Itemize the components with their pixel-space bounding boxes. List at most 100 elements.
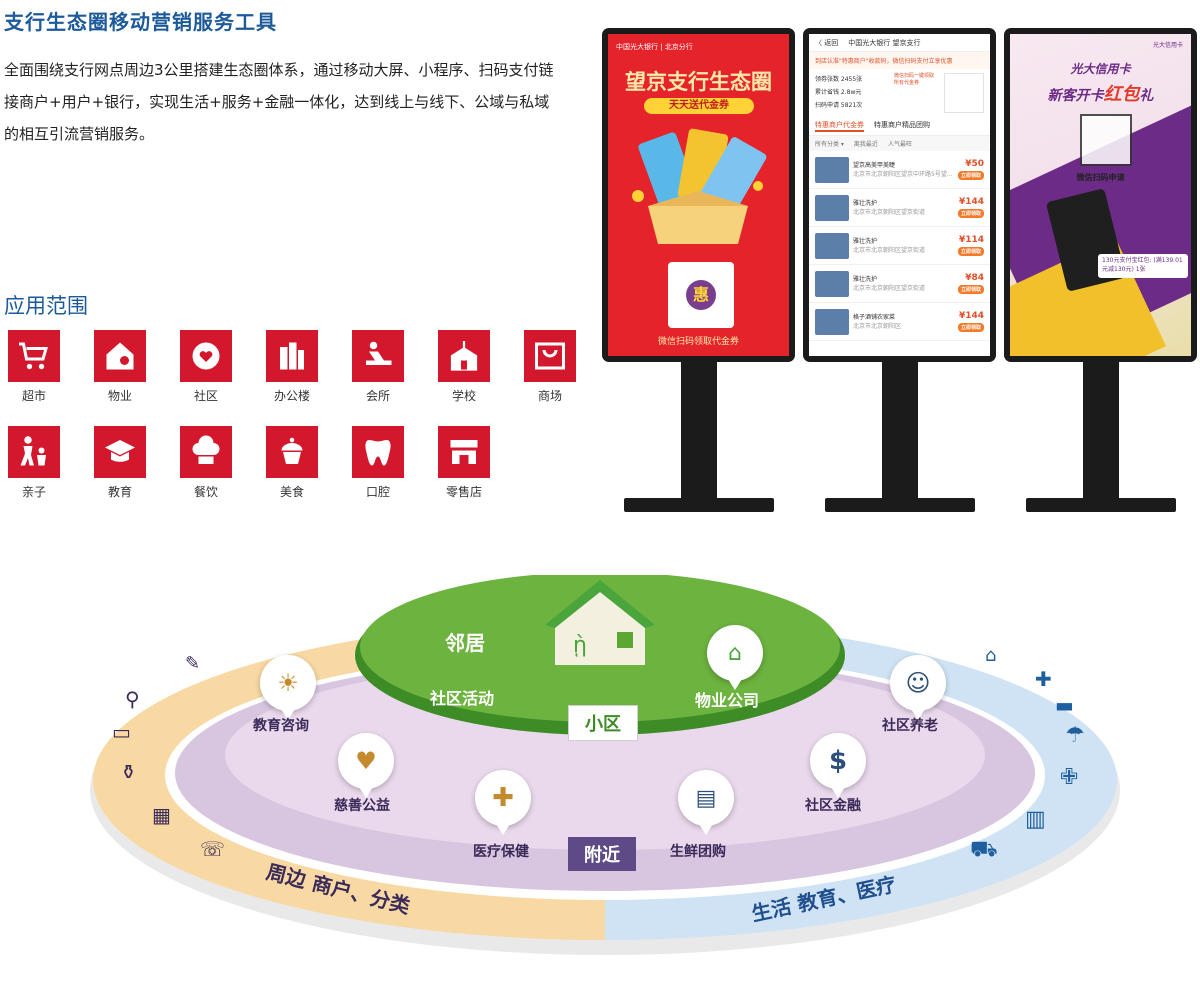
merchant-name: 雅壮洗护 [853,237,878,245]
charity-icon: ♥ [338,733,394,798]
school-icon [438,330,490,382]
applications-title: 应用范围 [4,294,88,318]
bank-brand: 中国光大银行 望京支行 [848,38,921,47]
merchant-address: 北京市北京朝阳区望京中环路5号望... [853,170,953,178]
claim-button[interactable]: 立即领取 [957,285,984,294]
stat-item: 扫码申请 5821次 [815,102,863,109]
chat-icon: ☏ [200,837,226,861]
merchant-info: 雅壮洗护北京市北京朝阳区望京街道 [853,237,954,255]
qr-code[interactable] [944,73,984,113]
claim-button[interactable]: 立即领取 [957,171,984,180]
ecosystem-diagram: ῂ 邻居 社区活动 物业公司 ⌂ 小区 ☀ 教育咨询 ☺ 社区养老 ♥ 慈善公益… [90,575,1150,975]
service-bell-icon: ⌂ [985,645,997,666]
claim-button[interactable]: 立即领取 [957,247,984,256]
app-item-office: 办公楼 [262,330,322,404]
app-label: 会所 [365,389,390,403]
kiosk-frame: 中国光大银行 | 北京分行 望京支行生态圈 天天送代金券 惠 微信扫码领取代金券 [602,28,795,362]
merchant-info: 望京高美甲美睫北京市北京朝阳区望京中环路5号望... [853,161,954,179]
merchant-address: 北京市北京朝阳区望京街道 [853,246,926,254]
heart-icon: ♥ [355,747,377,775]
kiosk-frame: 〈 返回 中国光大银行 望京支行 到店认准"特惠商户"收款码，微信扫码支付立享优… [803,28,996,362]
app-label: 亲子 [21,485,46,499]
app-label: 美食 [279,485,304,499]
screen-header: 〈 返回 中国光大银行 望京支行 [809,34,990,52]
app-item-family: 亲子 [4,426,64,500]
kiosk-credit-card: 光大信用卡 光大信用卡 新客开卡红包礼 微信扫码申请 130元支付宝红包: (满… [1004,28,1197,512]
kiosk-base [623,498,774,512]
voucher-tickets-illustration [632,128,767,244]
app-label: 物业 [107,389,132,403]
label-finance: 社区金融 [805,798,861,814]
merchant-name: 雅壮洗护 [853,199,878,207]
tab-bar: 特惠商户代金券 特惠商户精品团购 [809,117,990,136]
tab-group-buy[interactable]: 特惠商户精品团购 [874,121,930,129]
merchant-name: 格子酒铺农家菜 [853,313,896,321]
label-elderly-care: 社区养老 [882,718,938,734]
property-icon [94,330,146,382]
merchant-address: 北京市北京朝阳区望京街道 [853,284,926,292]
app-item-food: 美食 [262,426,322,500]
bank-brand: 中国光大银行 | 北京分行 [616,43,693,51]
app-item-property: 物业 [90,330,150,404]
back-button[interactable]: 〈 返回 [815,38,839,47]
kiosk-base [1025,498,1176,512]
list-item[interactable]: 雅壮洗护北京市北京朝阳区望京街道 ¥84 立即领取 [809,265,990,303]
label-education-consulting: 教育咨询 [253,718,309,734]
tooth-icon [352,426,404,478]
inner-label-neighbors: 邻居 [445,631,485,655]
stats-panel: 领券张数 2455张 累计省钱 2.8w元 扫码申请 5821次 微信扫码一键领… [809,69,990,117]
qr-code[interactable]: 惠 [668,262,734,328]
kiosk-base [824,498,975,512]
svg-text:ῂ: ῂ [573,633,587,658]
kiosk-screen: 光大信用卡 光大信用卡 新客开卡红包礼 微信扫码申请 130元支付宝红包: (满… [1010,34,1191,356]
bicycle-icon: ⚲ [125,687,140,711]
app-item-dental: 口腔 [348,426,408,500]
calculator-icon: ▦ [152,803,171,827]
page-title: 支行生态圈移动营销服务工具 [4,10,277,34]
label-healthcare: 医疗保健 [473,844,529,860]
medical-cross-icon: ✚ [492,783,514,813]
kiosk-pole [881,362,918,502]
price: ¥114 [958,235,984,245]
price-block: ¥144 立即领取 [957,311,984,332]
app-label: 教育 [107,485,132,499]
family-icon [8,426,60,478]
price: ¥84 [965,273,984,283]
kiosk-pole [680,362,717,502]
price: ¥144 [958,311,984,321]
truck-icon: ▬ [1055,693,1074,717]
claim-button[interactable]: 立即领取 [957,323,984,332]
merchant-info: 格子酒铺农家菜北京市北京朝阳区 [853,313,954,331]
tab-vouchers[interactable]: 特惠商户代金券 [815,120,864,132]
kiosk-headline: 望京支行生态圈 [625,70,772,94]
filter-nearest[interactable]: 离我最近 [853,141,878,148]
list-item[interactable]: 格子酒铺农家菜北京市北京朝阳区 ¥144 立即领取 [809,303,990,341]
filter-popular[interactable]: 人气最旺 [887,141,912,148]
inner-label-property: 物业公司 [695,691,760,710]
qr-center-badge: 惠 [686,280,716,310]
list-item[interactable]: 雅壮洗护北京市北京朝阳区望京街道 ¥114 立即领取 [809,227,990,265]
claim-button[interactable]: 立即领取 [957,209,984,218]
note-icon: ✎ [185,653,201,674]
kiosk-screen: 中国光大银行 | 北京分行 望京支行生态圈 天天送代金券 惠 微信扫码领取代金券 [608,34,789,356]
price-block: ¥114 立即领取 [957,235,984,256]
app-item-retail: 零售店 [434,426,494,500]
qr-note: 微信扫码一键领取所有代金券 [894,73,935,86]
promo-highlight: 红包 [1103,84,1140,105]
cart-icon [8,330,60,382]
first-aid-icon: ✙ [1060,765,1079,790]
notice-banner: 到店认准"特惠商户"收款码，微信扫码支付立享优惠 [809,52,990,69]
filter-category[interactable]: 所有分类 ▾ [815,141,844,148]
app-label: 商场 [537,389,562,403]
kiosk-subtitle: 天天送代金券 [644,98,754,114]
vacuum-icon: ⚱ [120,760,137,784]
promo-line-2: 新客开卡红包礼 [1010,80,1191,106]
building-icon: ⌂ [728,640,742,666]
merchant-name: 雅壮洗护 [853,275,878,283]
qr-code[interactable] [1080,114,1132,166]
app-label: 学校 [451,389,476,403]
property-company-icon: ⌂ [707,625,763,690]
